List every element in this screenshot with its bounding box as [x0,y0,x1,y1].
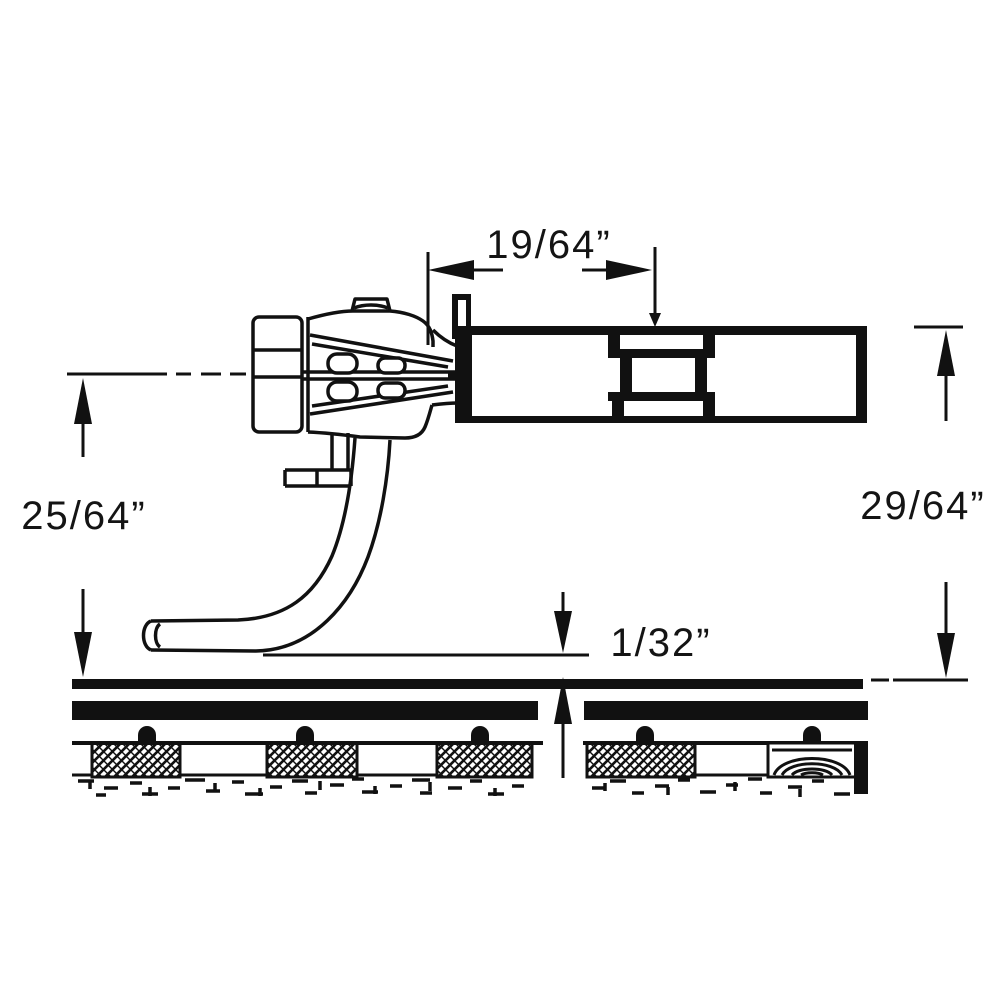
dimension-gauge-height: 29/64” [860,325,985,682]
arrowhead-up-icon [554,677,572,724]
gauge-hook-notch [458,300,466,327]
arrowhead-down-icon [554,611,572,653]
gauge-body-interior [472,335,856,416]
ties [72,741,868,794]
tie-wood-grain [766,741,858,779]
mounting-bracket [283,433,353,488]
trip-pin [141,437,392,653]
tie-hatched [585,741,697,779]
spike-icon [296,726,314,743]
arrowhead-up-icon [74,378,92,424]
trip-pin-end-cap [141,619,152,652]
rail-head [72,679,863,689]
rail-web-left [72,701,538,720]
spike-icon [471,726,489,743]
arrowhead-left-icon [428,260,474,280]
tie-hatched [90,741,182,779]
tie-end-block [854,741,868,794]
dimension-label-right: 29/64” [860,484,985,528]
coupler-drawing [67,297,459,653]
arrowhead-down-small-icon [649,313,661,327]
pivot-lug [350,297,392,312]
arrowhead-down-icon [937,633,955,678]
dimension-trip-pin-clearance: 1/32” [263,592,711,778]
coupler-head [302,297,459,440]
spike-icon [803,726,821,743]
track-section [72,679,868,797]
spring-slot [376,356,407,375]
dimension-label-clearance: 1/32” [610,621,711,665]
dimension-label-top: 19/64” [486,223,611,267]
tie-hatched [265,741,359,779]
gauge-box [452,294,867,423]
knuckle-face [251,315,310,434]
spike-icon [636,726,654,743]
spring-slot [326,380,359,403]
spring-slot [376,381,407,400]
rail-web-right [584,701,868,720]
arrowhead-down-icon [74,632,92,677]
rail-spikes [138,726,821,743]
spring-slot [326,352,359,375]
dimension-top-offset: 19/64” [426,223,661,345]
dimension-label-left: 25/64” [21,494,146,538]
spike-icon [138,726,156,743]
tie-hatched [435,741,534,779]
flange-slot [608,335,715,417]
ballast [78,777,850,797]
arrowhead-up-icon [937,330,955,376]
dimension-coupler-height: 25/64” [21,378,146,677]
arrowhead-right-icon [606,260,652,280]
